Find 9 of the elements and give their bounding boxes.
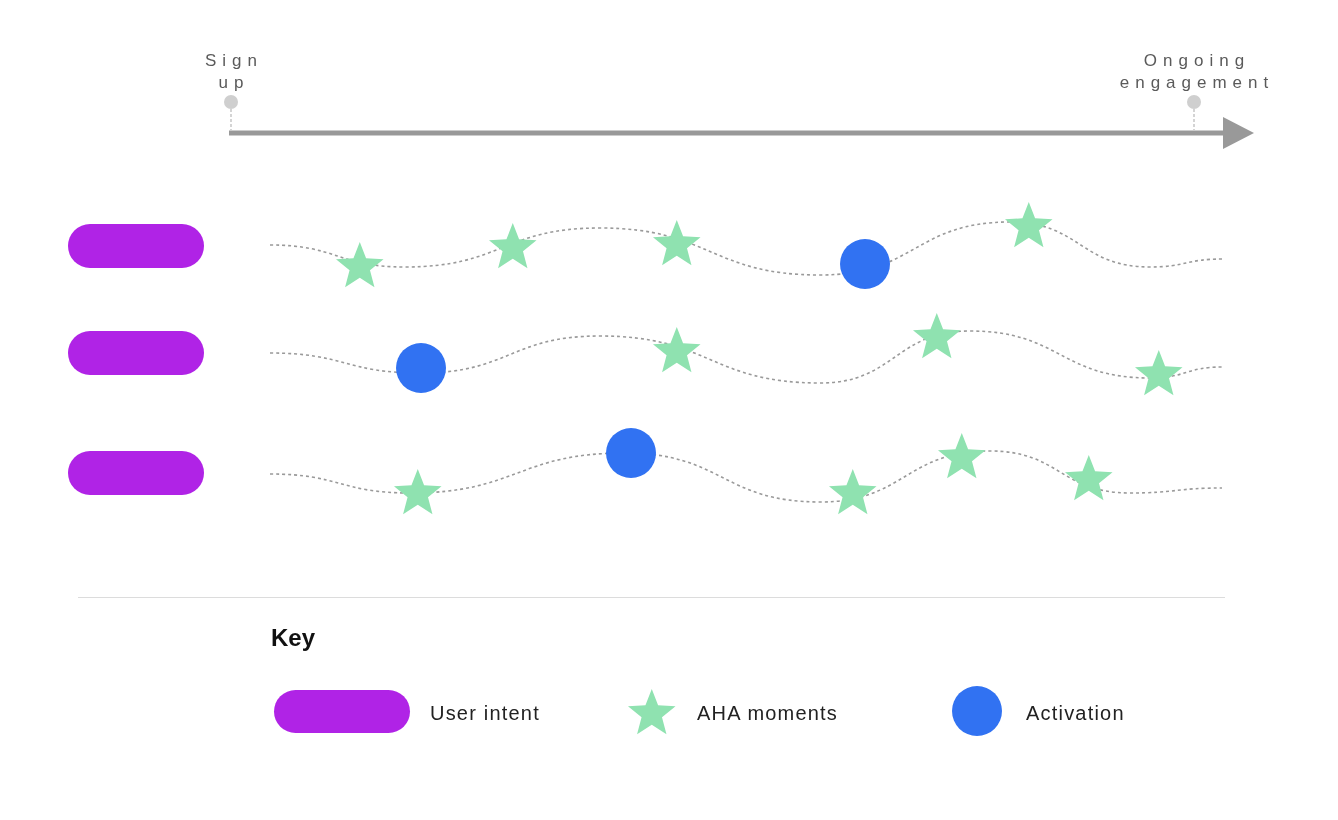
legend-title: Key <box>271 624 316 652</box>
intent-pill <box>68 331 204 375</box>
intent-pill <box>68 451 204 495</box>
legend-label: Activation <box>1026 701 1125 725</box>
legend-label: AHA moments <box>697 701 839 725</box>
milestone-label: Sign up <box>205 50 263 94</box>
legend-label: User intent <box>430 701 540 725</box>
milestone-label: Ongoing engagement <box>1119 50 1275 94</box>
intent-pill <box>68 224 204 268</box>
